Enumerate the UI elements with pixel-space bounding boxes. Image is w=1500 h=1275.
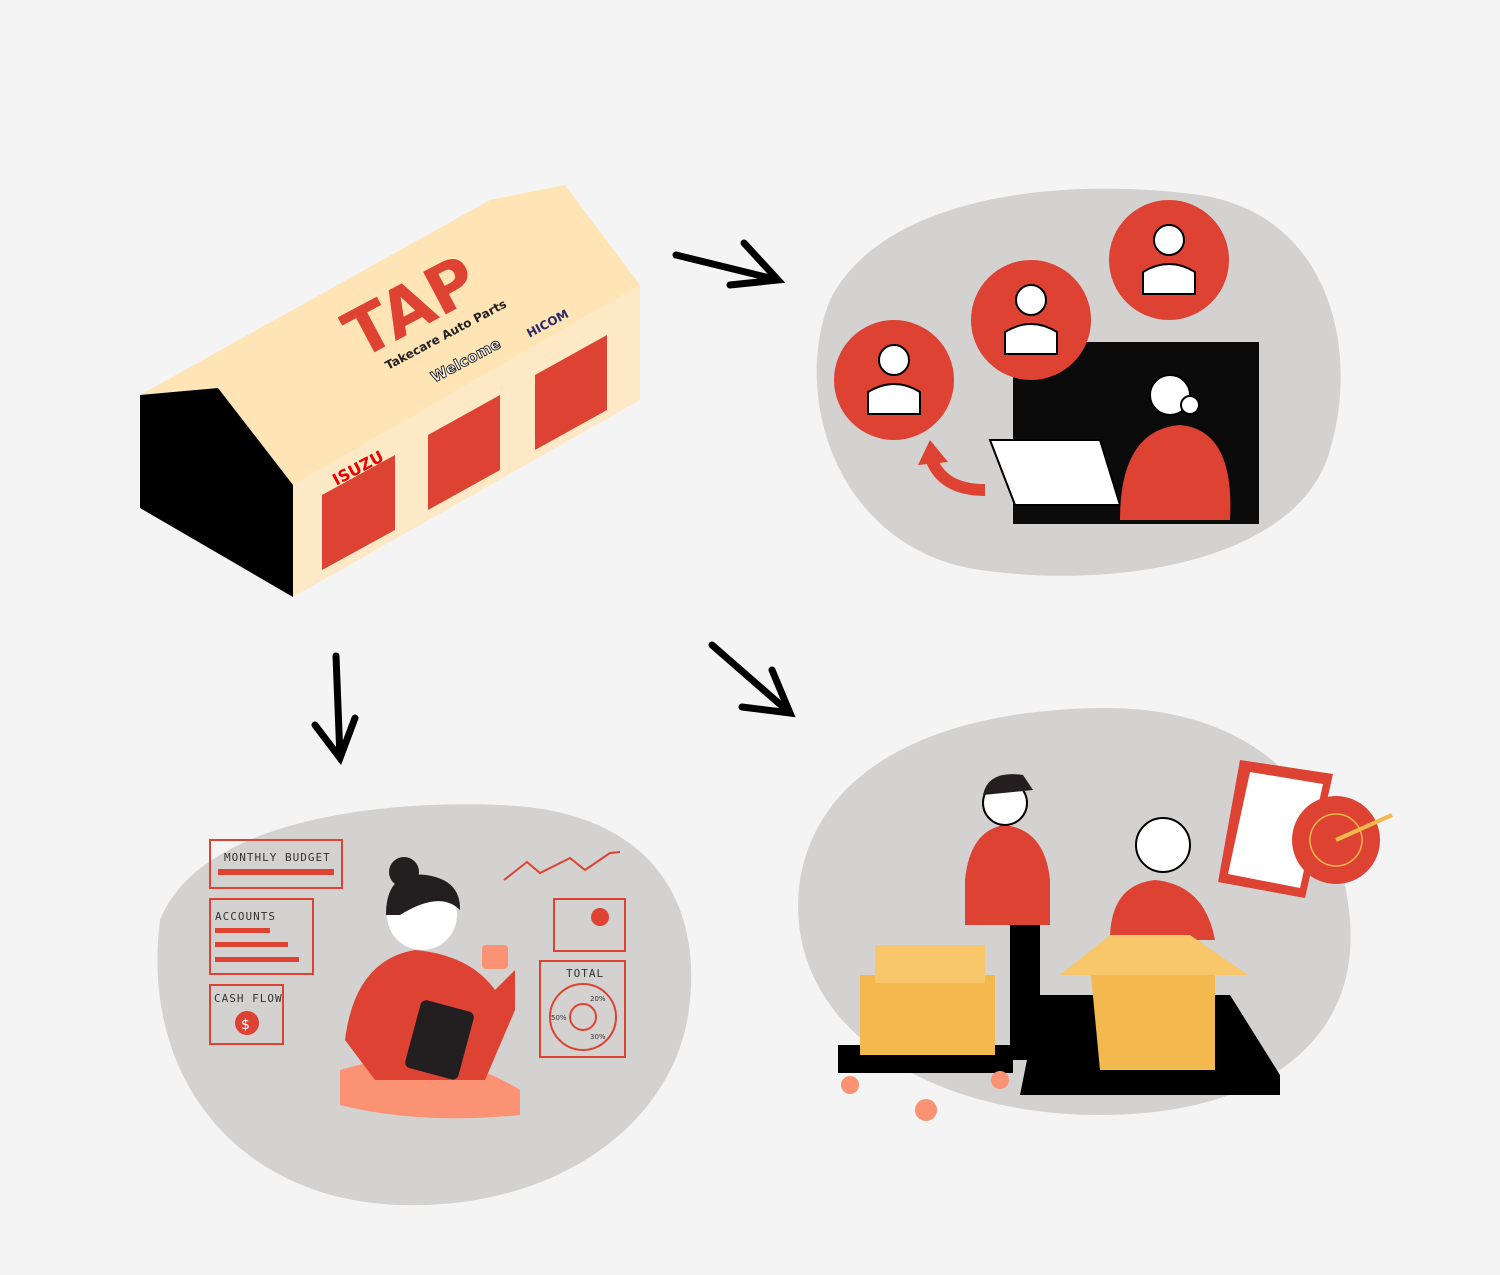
arrow-to-finance: [311, 652, 359, 766]
customer-service-scene: [816, 188, 1341, 576]
total-label: TOTAL: [566, 967, 604, 980]
garage-door-3: [535, 335, 607, 450]
pie-chart: [549, 983, 617, 1051]
building-gable: [140, 388, 293, 597]
pie-label: 20%: [590, 995, 606, 1003]
arrow-to-customer-service: [672, 239, 786, 289]
customer-avatar: [1109, 200, 1229, 320]
payment-card: [553, 898, 626, 952]
arrowhead-icon: [918, 440, 948, 465]
budget-bar: [218, 869, 334, 875]
worker-male-legs: [1010, 900, 1040, 1060]
pie-label: 30%: [590, 1033, 606, 1041]
dart-icon: [1335, 813, 1393, 842]
accounts-bar: [215, 957, 299, 962]
cardboard-box: [875, 945, 985, 983]
headset-icon: [1180, 395, 1200, 415]
monthly-budget-card: [209, 839, 343, 889]
dollar-sign: $: [241, 1017, 250, 1033]
logistics-scene: [798, 707, 1393, 1121]
dollar-coin-icon: [591, 908, 609, 926]
cap-icon: [983, 774, 1033, 795]
garage-door-1: [322, 455, 395, 570]
target-ring: [1309, 813, 1363, 867]
box-flap: [1060, 935, 1248, 975]
total-card: [539, 960, 626, 1058]
worker-male-body: [965, 825, 1050, 925]
cash-flow-card: [209, 984, 284, 1045]
customer-avatar: [834, 320, 954, 440]
finance-scene: MONTHLY BUDGET ACCOUNTS CASH FLOW $ TOTA…: [157, 804, 692, 1206]
computer-monitor: [988, 439, 1122, 506]
open-box: [1090, 965, 1215, 1070]
accounts-bar: [215, 942, 288, 947]
monthly-budget-label: MONTHLY BUDGET: [224, 851, 331, 864]
cardboard-box: [860, 975, 995, 1055]
accounts-bar: [215, 928, 270, 933]
worker-female-body: [1110, 880, 1215, 940]
cash-flow-label: CASH FLOW: [214, 992, 283, 1005]
building-roof: [140, 185, 640, 485]
mug-icon: [482, 945, 508, 969]
arrow-to-logistics: [708, 641, 796, 718]
worker-female-head: [1135, 817, 1191, 873]
dollar-coin-icon: [235, 1011, 259, 1035]
customer-avatar: [971, 260, 1091, 380]
wheel: [991, 1071, 1009, 1089]
pie-chart-hole: [569, 1003, 597, 1031]
tablet-icon: [405, 1000, 474, 1080]
trend-line: [503, 851, 621, 881]
wheel: [915, 1099, 937, 1121]
agent-body: [1120, 425, 1231, 520]
pie-label: 50%: [551, 1014, 567, 1022]
accounts-card: [209, 898, 314, 975]
accounts-label: ACCOUNTS: [215, 910, 276, 923]
auto-parts-building: TAP Takecare Auto Parts Welcome ISUZU HI…: [140, 185, 640, 597]
arrows: [311, 239, 796, 766]
garage-door-2: [428, 395, 500, 510]
wheel: [841, 1076, 859, 1094]
hair-bun: [389, 857, 419, 887]
